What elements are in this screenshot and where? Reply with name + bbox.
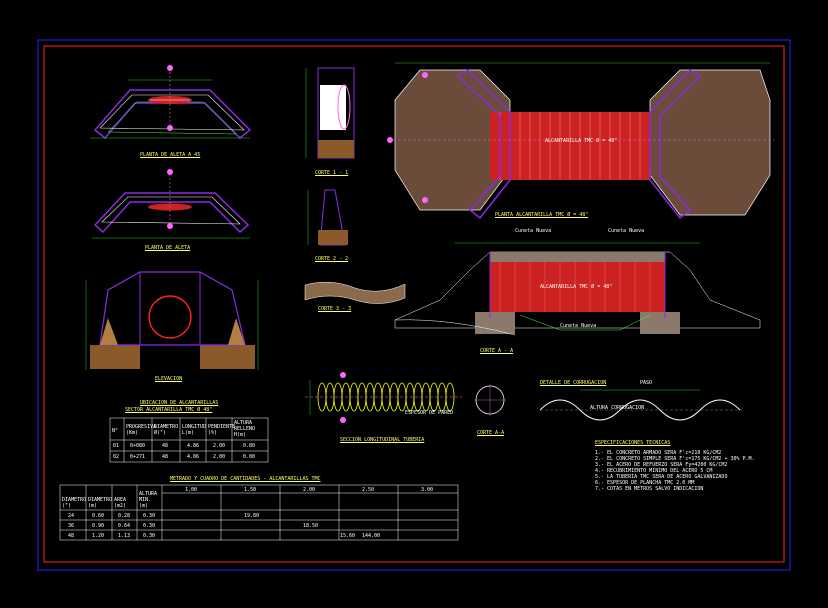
small-table-cell: 4.86: [187, 454, 200, 460]
big-table-group: 1.50: [244, 487, 257, 493]
slope-label-right: Cuneta Nueva: [608, 228, 645, 234]
note-line: 7.- COTAS EN METROS SALVO INDICACION: [595, 486, 704, 492]
big-table-cell: 19.80: [244, 513, 260, 519]
pipe-section-drawing: [474, 384, 506, 416]
elevation-drawing: [85, 271, 259, 370]
small-table-cell: 0.80: [243, 443, 256, 449]
notes-title: ESPECIFICACIONES TECNICAS: [595, 440, 671, 446]
title-elevation: ELEVACION: [155, 376, 183, 382]
small-table-grid: [109, 417, 269, 463]
small-table-cell: 2.00: [213, 454, 226, 460]
big-table-cell: 36: [68, 523, 75, 529]
big-table-cell: 144.00: [362, 533, 381, 539]
big-table-group: 2.00: [303, 487, 316, 493]
small-table-cell: 2.00: [213, 443, 226, 449]
culvert-plan-label: ALCANTARILLA TMC Ø = 48": [545, 138, 618, 144]
small-table-title: UBICACION DE ALCANTARILLAS: [140, 400, 219, 406]
outer-frame: [37, 39, 791, 571]
title-plan-wingwall-45: PLANTA DE ALETA A 45: [140, 152, 201, 158]
pipe-wall-label: ESPESOR DE PARED: [405, 410, 454, 416]
big-table-cell: 24: [68, 513, 75, 519]
culvert-section-label: ALCANTARILLA TMC Ø = 48": [540, 284, 613, 290]
main-plan-drawing: [387, 62, 775, 220]
corrugation-drawing: [539, 389, 745, 421]
small-table-header: PENDIENTE (%): [208, 424, 236, 436]
big-table-cell: 0.28: [118, 513, 131, 519]
title-plan-main: PLANTA ALCANTARILLA TMC Ø = 48": [495, 212, 589, 218]
big-table-header: DIAMETRO ("): [62, 497, 87, 509]
big-table-cell: 0.90: [92, 523, 105, 529]
title-pipe-section: CORTE A-A: [477, 430, 505, 436]
big-table-group: 2.50: [362, 487, 375, 493]
small-table-cell: 01: [113, 443, 120, 449]
big-table-cell: 0.60: [92, 513, 105, 519]
small-table-header: N°: [112, 428, 119, 434]
note-line: 2.- EL CONCRETO SIMPLE SERA F'c=175 KG/C…: [595, 456, 755, 462]
big-table-title: METRADO Y CUADRO DE CANTIDADES - ALCANTA…: [170, 476, 321, 482]
small-table-cell: 02: [113, 454, 120, 460]
note-line: 6.- ESPESOR DE PLANCHA TMC 2.0 MM: [595, 480, 695, 486]
note-line: 1.- EL CONCRETO ARMADO SERA F'c=210 KG/C…: [595, 450, 722, 456]
slope-label-left: Cuneta Nueva: [515, 228, 552, 234]
inner-frame: [43, 45, 785, 563]
title-section-1: CORTE 1 - 1: [315, 170, 349, 176]
big-table-cell: 15.60: [340, 533, 356, 539]
title-section-3: CORTE 3 - 3: [318, 306, 352, 312]
pipe-pitch-label: PASO: [640, 380, 653, 386]
note-line: 5.- LA TUBERIA TMC SERA DE ACERO GALVANI…: [595, 474, 728, 480]
title-section-2: CORTE 2 - 2: [315, 256, 349, 262]
big-table-grid: [59, 484, 459, 541]
pipe-corr-label: ALTURA CORRUGACION: [590, 405, 645, 411]
section-3-drawing: [304, 281, 406, 304]
big-table-cell: 0.30: [143, 513, 156, 519]
title-corrugation: DETALLE DE CORRUGACION: [540, 380, 607, 386]
big-table-cell: 48: [68, 533, 75, 539]
big-table-cell: 1.20: [92, 533, 105, 539]
note-line: 4.- RECUBRIMIENTO MINIMO DEL ACERO 5 CM: [595, 468, 713, 474]
pipe-longitudinal-drawing: [305, 372, 462, 423]
small-table-header: PROGRESIVA (Km): [126, 424, 157, 436]
slope-label-bottom: Cuneta Nueva: [560, 323, 597, 329]
plan-wingwall-drawing: [92, 169, 250, 239]
small-table-cell: 0+271: [130, 454, 146, 460]
small-table-cell: 48: [162, 454, 169, 460]
small-table-header: ALTURA RELLENO H(m): [234, 420, 256, 438]
small-table-header: DIAMETRO Ø("): [154, 424, 179, 436]
main-section-drawing: [394, 242, 761, 336]
plan-wingwall-45-drawing: [90, 65, 252, 140]
title-section-main: CORTE A - A: [480, 348, 514, 354]
big-table-cell: 0.30: [143, 523, 156, 529]
big-table-header: DIAMETRO (m): [88, 497, 113, 509]
notes-block: ESPECIFICACIONES TECNICAS 1.- EL CONCRET…: [595, 440, 775, 492]
section-2-drawing: [307, 189, 348, 246]
small-table-cell: 48: [162, 443, 169, 449]
small-table-subtitle: SECTOR ALCANTARILLA TMC Ø 48": [125, 407, 213, 413]
title-pipe-longitudinal: SECCION LONGITUDINAL TUBERIA: [340, 437, 425, 443]
big-table-cell: 18.50: [303, 523, 319, 529]
big-table-group: 3.00: [421, 487, 434, 493]
small-table-cell: 0+080: [130, 443, 146, 449]
big-table-group: 1.00: [185, 487, 198, 493]
note-line: 3.- EL ACERO DE REFUERZO SERA Fy=4200 KG…: [595, 462, 728, 468]
title-plan-wingwall: PLANTA DE ALETA: [145, 245, 191, 251]
big-table-cell: 0.64: [118, 523, 131, 529]
small-table-cell: 0.80: [243, 454, 256, 460]
big-table-header: AREA (m2): [114, 497, 127, 509]
section-1-drawing: [305, 67, 355, 159]
big-table-cell: 0.30: [143, 533, 156, 539]
small-table-cell: 4.86: [187, 443, 200, 449]
big-table-cell: 1.13: [118, 533, 131, 539]
small-table-header: LONGITUD L(m): [182, 424, 207, 436]
big-table-header: ALTURA MIN. (m): [139, 491, 158, 509]
